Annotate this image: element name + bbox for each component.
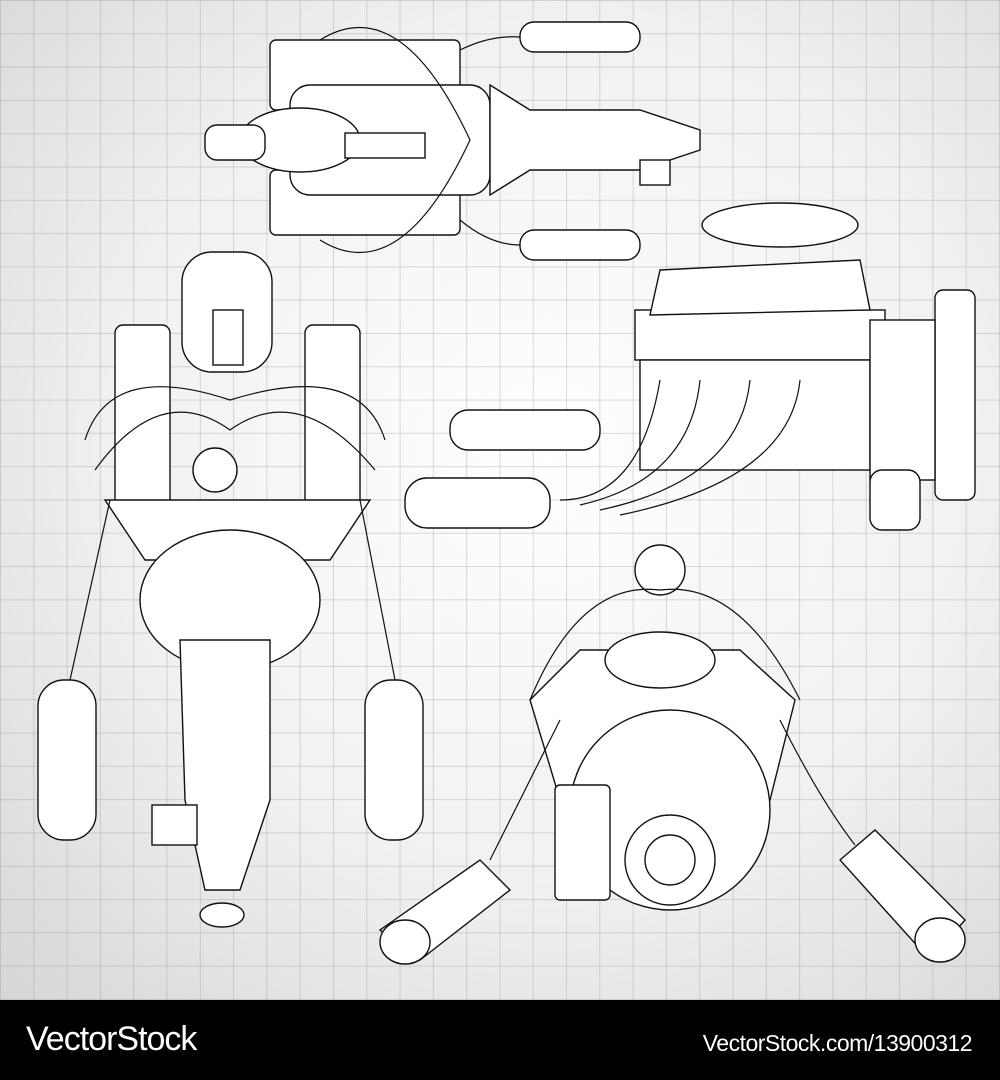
engine-front-view <box>37 251 424 928</box>
vectorstock-logo: VectorStock <box>26 1020 197 1058</box>
watermark-bar: VectorStock VectorStock.com/13900312 <box>0 1000 1000 1080</box>
image-reference: VectorStock.com/13900312 <box>702 1030 973 1056</box>
engine-drawings <box>37 21 976 965</box>
engine-side-view <box>404 202 976 531</box>
engine-rear-view <box>378 544 966 965</box>
grid-paper-illustration <box>0 0 1000 1000</box>
engine-top-view <box>204 21 701 261</box>
